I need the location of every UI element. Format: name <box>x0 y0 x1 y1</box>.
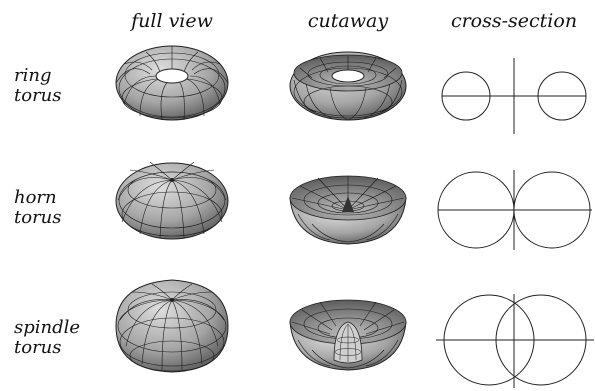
row-label-ring-line2: torus <box>14 86 62 106</box>
row-label-horn-line1: horn <box>14 188 62 208</box>
row-label-ring-line1: ring <box>14 66 62 86</box>
row-label-horn-line2: torus <box>14 208 62 228</box>
row-label-spindle-line2: torus <box>14 338 80 358</box>
horn-torus-full-view <box>116 162 228 239</box>
horn-torus-cutaway <box>290 176 406 244</box>
ring-torus-hole <box>156 69 188 83</box>
ring-torus-cutaway-hole <box>332 70 364 82</box>
spindle-torus-full-view <box>116 280 228 372</box>
column-header-full-view: full view <box>131 10 213 32</box>
row-label-spindle-line1: spindle <box>14 318 80 338</box>
horn-torus-cross-section <box>438 170 592 250</box>
ring-torus-full-view <box>116 46 228 120</box>
spindle-torus-cross-section <box>436 294 594 388</box>
ring-torus-cutaway <box>290 52 406 120</box>
row-label-spindle-torus: spindle torus <box>14 318 80 358</box>
row-label-ring-torus: ring torus <box>14 66 62 106</box>
row-label-horn-torus: horn torus <box>14 188 62 228</box>
horn-torus-pole <box>170 178 174 182</box>
ring-torus-cross-section <box>442 58 586 134</box>
column-header-cutaway: cutaway <box>308 10 388 32</box>
column-header-cross-section: cross-section <box>451 10 577 32</box>
spindle-torus-cutaway <box>290 300 406 370</box>
spindle-torus-pole <box>170 298 174 302</box>
